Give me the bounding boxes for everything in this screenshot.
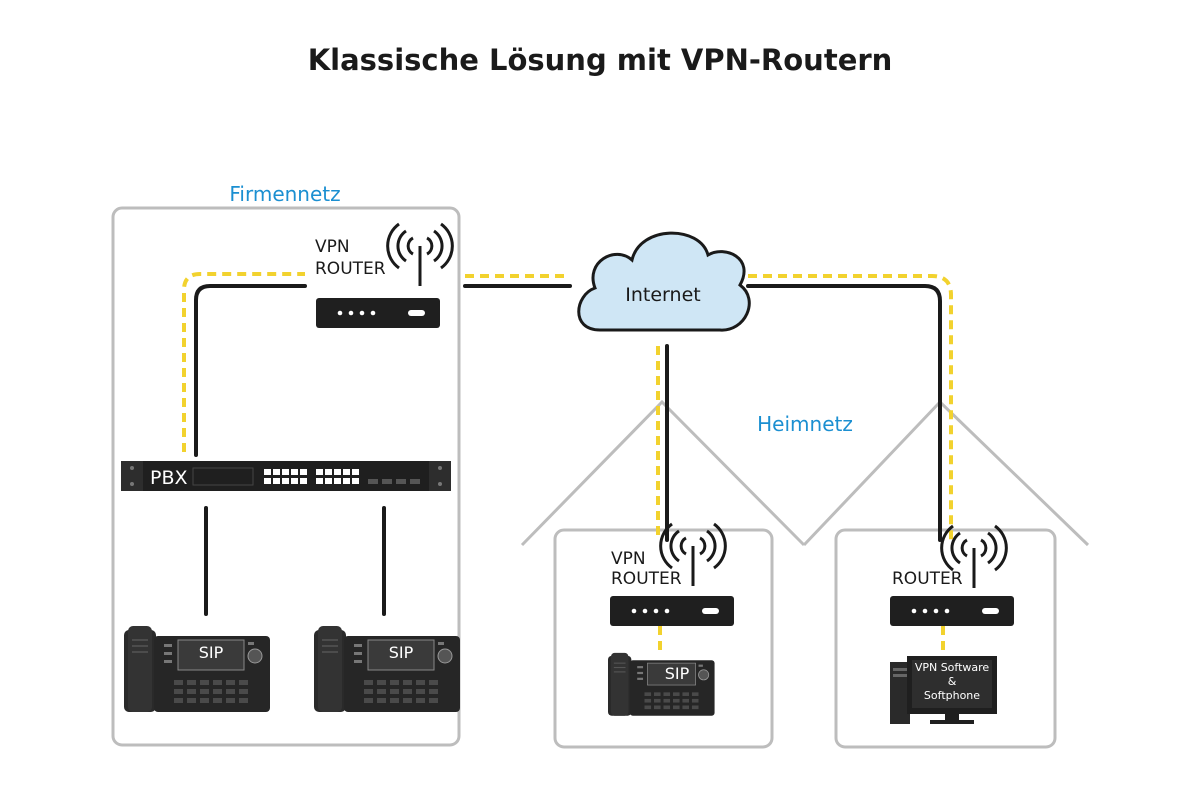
company-sip-phone-1: SIP (123, 625, 271, 713)
desk-phone-icon (123, 625, 271, 713)
home1-vpn-router: VPN ROUTER (610, 522, 734, 626)
pc-tower-icon (890, 662, 910, 724)
pbx-switch: PBX (121, 461, 451, 491)
vpn-tunnels (182, 272, 953, 656)
wifi-antenna-icon (386, 222, 454, 288)
phone-screen-label: SIP (199, 643, 224, 662)
pbx-label: PBX (150, 467, 188, 489)
diagram-title: Klassische Lösung mit VPN-Routern (308, 43, 893, 77)
pc-screen-line3: Softphone (924, 689, 980, 702)
home-house-outline (520, 399, 1090, 749)
home1-sip-phone: SIP (607, 652, 716, 717)
company-sip-phone-2: SIP (313, 625, 461, 713)
home2-router: ROUTER (890, 524, 1014, 626)
pc-screen-line2: & (948, 675, 957, 688)
company-router-label-line1: VPN (315, 237, 350, 257)
pc-screen-line1: VPN Software (915, 661, 990, 674)
company-vpn-router: VPN ROUTER (315, 222, 454, 328)
company-network-label: Firmennetz (229, 182, 340, 206)
company-router-label-line2: ROUTER (315, 259, 386, 279)
company-network-zone (111, 206, 461, 747)
home2-router-label: ROUTER (892, 569, 963, 589)
router-icon (610, 596, 734, 626)
phone-screen-label: SIP (389, 643, 414, 662)
phone-screen-label: SIP (665, 664, 690, 683)
home1-router-label-line1: VPN (611, 549, 646, 569)
desk-phone-icon (313, 625, 461, 713)
network-cables (194, 284, 942, 616)
home-network-label: Heimnetz (757, 412, 853, 436)
internet-label: Internet (625, 284, 700, 306)
internet-cloud-icon (577, 231, 751, 332)
home2-pc-softphone: VPN Software & Softphone (890, 656, 997, 724)
router-icon (890, 596, 1014, 626)
router-icon (316, 298, 440, 328)
home1-router-label-line2: ROUTER (611, 569, 682, 589)
desk-phone-icon (607, 652, 716, 717)
